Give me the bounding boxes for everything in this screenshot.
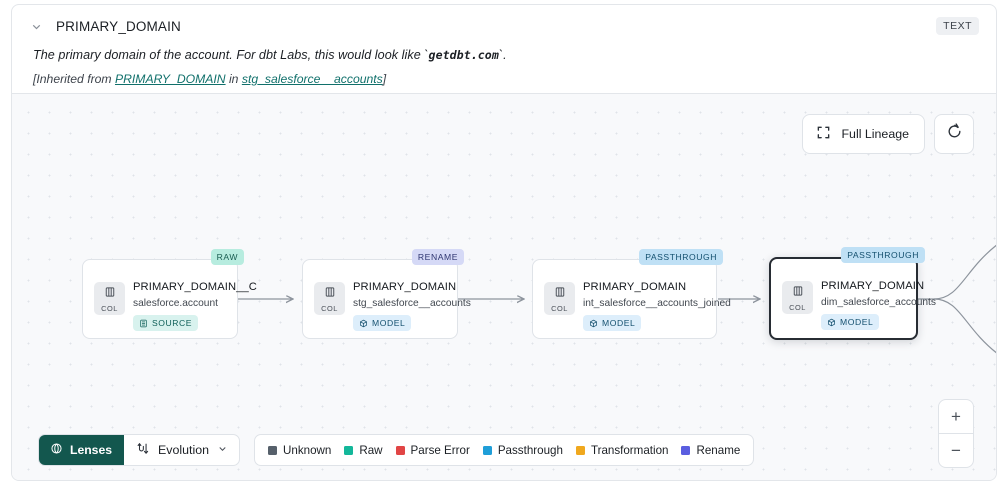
lineage-legend: Unknown Raw Parse Error Passthrough Tran… <box>254 434 755 466</box>
column-chip-label: COL <box>551 303 568 313</box>
node-tag-badge: RENAME <box>411 249 464 265</box>
node-column-name: PRIMARY_DOMAIN <box>821 280 925 292</box>
inherited-mid: in <box>225 72 242 86</box>
inherited-column-link[interactable]: PRIMARY_DOMAIN <box>114 72 226 86</box>
legend-label: Transformation <box>590 443 669 457</box>
status-badge: TEXT <box>936 17 979 35</box>
node-dataset-name: int_salesforce__accounts_joined <box>583 298 731 309</box>
refresh-button[interactable] <box>934 114 974 154</box>
column-icon: COL <box>782 281 813 314</box>
legend-swatch-unknown <box>268 445 277 455</box>
legend-item: Unknown <box>268 444 331 457</box>
node-tag-badge: PASSTHROUGH <box>639 249 723 265</box>
cube-icon <box>359 319 368 328</box>
full-lineage-button[interactable]: Full Lineage <box>802 114 925 154</box>
column-glyph <box>792 284 804 302</box>
description-code: getdbt.com <box>428 48 499 62</box>
lens-icon <box>50 442 63 458</box>
column-icon: COL <box>314 282 345 315</box>
lenses-group: Lenses Evolution <box>38 434 240 466</box>
chevron-down-icon[interactable] <box>30 20 43 33</box>
page-title: PRIMARY_DOMAIN <box>56 18 181 34</box>
chevron-down-icon <box>217 443 228 457</box>
column-icon: COL <box>94 282 125 315</box>
cube-icon <box>827 318 836 327</box>
column-chip-label: COL <box>101 303 118 313</box>
canvas-bottom-bar: Lenses Evolution <box>38 434 755 466</box>
lineage-node[interactable]: PASSTHROUGH COL PRIMARY_DOMAIN int_sales… <box>532 249 731 339</box>
node-type-label: MODEL <box>602 318 636 328</box>
legend-swatch-rename <box>681 445 691 455</box>
column-header: PRIMARY_DOMAIN TEXT The primary domain o… <box>12 5 996 93</box>
legend-label: Unknown <box>283 443 332 457</box>
evolution-label: Evolution <box>158 443 209 457</box>
node-type-badge: MODEL <box>821 314 880 330</box>
zoom-divider <box>939 433 973 434</box>
canvas-controls: Full Lineage <box>802 114 974 154</box>
node-type-label: MODEL <box>372 318 406 328</box>
lineage-edges <box>237 244 996 354</box>
column-icon: COL <box>544 282 575 315</box>
legend-swatch-transformation <box>575 445 585 455</box>
node-type-badge: SOURCE <box>133 315 199 331</box>
zoom-out-button[interactable]: − <box>951 440 961 460</box>
inherited-suffix: ] <box>382 72 387 86</box>
node-tag-badge: RAW <box>210 249 244 265</box>
description-pre: The primary domain of the account. For d… <box>33 48 429 62</box>
zoom-in-button[interactable]: + <box>951 406 961 426</box>
column-chip-label: COL <box>789 302 806 312</box>
lineage-node[interactable]: RENAME COL PRIMARY_DOMAIN stg_salesforce… <box>302 249 471 339</box>
legend-label: Parse Error <box>410 443 470 457</box>
lineage-node-selected[interactable]: PASSTHROUGH COL PRIMARY_DOMAIN dim_sales… <box>769 247 936 340</box>
lenses-button[interactable]: Lenses <box>39 435 125 465</box>
lineage-canvas[interactable]: RAW COL PRIMARY_DOMAIN__C salesforce.acc… <box>12 93 996 480</box>
node-type-label: MODEL <box>840 317 874 327</box>
node-dataset-name: stg_salesforce__accounts <box>353 298 471 309</box>
legend-label: Rename <box>696 443 741 457</box>
inherited-model-link[interactable]: stg_salesforce__accounts <box>241 72 383 86</box>
evolution-dropdown[interactable]: Evolution <box>124 435 239 465</box>
cube-icon <box>589 319 598 328</box>
legend-item: Rename <box>681 444 740 457</box>
legend-label: Raw <box>359 443 383 457</box>
column-glyph <box>324 285 336 303</box>
node-type-badge: MODEL <box>353 315 412 331</box>
column-description: The primary domain of the account. For d… <box>33 48 978 62</box>
node-type-label: SOURCE <box>152 318 193 328</box>
refresh-icon <box>946 123 963 145</box>
legend-swatch-passthrough <box>482 445 492 455</box>
node-dataset-name: salesforce.account <box>133 298 218 309</box>
zoom-controls: + − <box>938 399 974 468</box>
legend-item: Passthrough <box>482 443 563 457</box>
inherited-prefix: [Inherited from <box>33 72 115 86</box>
node-tag-badge: PASSTHROUGH <box>841 247 925 263</box>
lineage-node[interactable]: RAW COL PRIMARY_DOMAIN__C salesforce.acc… <box>82 249 257 339</box>
node-column-name: PRIMARY_DOMAIN__C <box>133 281 257 293</box>
legend-swatch-raw <box>344 445 354 455</box>
legend-label: Passthrough <box>497 443 563 457</box>
column-glyph <box>104 285 116 303</box>
column-lineage-card: PRIMARY_DOMAIN TEXT The primary domain o… <box>11 4 997 481</box>
column-chip-label: COL <box>321 303 338 313</box>
inherited-from-line: [Inherited from PRIMARY_DOMAIN in stg_sa… <box>33 72 978 86</box>
lenses-label: Lenses <box>70 443 113 457</box>
column-glyph <box>554 285 566 303</box>
legend-item: Transformation <box>575 443 669 457</box>
full-lineage-label: Full Lineage <box>841 127 909 141</box>
description-post: `. <box>498 48 507 62</box>
node-column-name: PRIMARY_DOMAIN <box>353 281 457 293</box>
database-icon <box>139 319 148 328</box>
node-column-name: PRIMARY_DOMAIN <box>583 281 687 293</box>
node-type-badge: MODEL <box>583 315 642 331</box>
node-dataset-name: dim_salesforce_accounts <box>821 297 936 308</box>
title-row: PRIMARY_DOMAIN <box>30 15 978 37</box>
evolution-icon <box>136 442 150 459</box>
legend-item: Raw <box>344 443 383 457</box>
legend-item: Parse Error <box>395 443 470 457</box>
expand-icon <box>816 125 831 143</box>
legend-swatch-parse-error <box>395 445 405 455</box>
